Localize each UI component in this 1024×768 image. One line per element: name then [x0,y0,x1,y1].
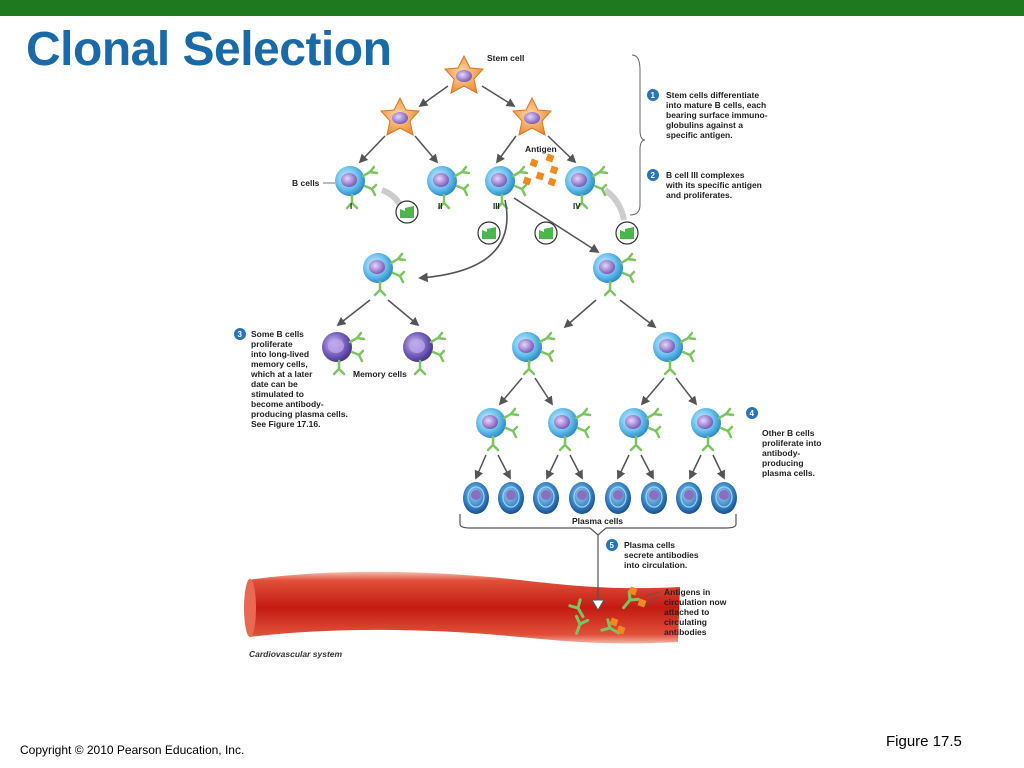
svg-text:secrete antibodies: secrete antibodies [624,550,699,560]
svg-text:proliferate into: proliferate into [762,438,822,448]
svg-text:globulins against a: globulins against a [666,120,743,130]
plasma-cell [675,481,703,515]
svg-text:attached to: attached to [664,607,709,617]
plasma-arrows [474,454,725,480]
svg-text:stimulated to: stimulated to [251,389,304,399]
roman-label: III [493,202,500,211]
plasma-cell [710,481,738,515]
b-cell-i [333,164,379,210]
blood-vessel [248,571,680,644]
svg-text:bearing surface immuno-: bearing surface immuno- [666,110,768,120]
svg-text:5: 5 [610,541,615,550]
step-3-annotation: 3 Some B cells proliferate into long-liv… [234,328,348,429]
plasma-cell [532,481,560,515]
svg-text:antibody-: antibody- [762,448,800,458]
memory-cell [320,330,366,376]
svg-text:into mature B cells, each: into mature B cells, each [666,100,766,110]
svg-text:1: 1 [651,91,656,100]
stem-cell-label: Stem cell [487,53,524,63]
slide-title: Clonal Selection [26,23,392,76]
b-cell-proliferating [474,406,520,452]
svg-text:B cell III complexes: B cell III complexes [666,170,745,180]
svg-text:plasma cells.: plasma cells. [762,468,815,478]
svg-text:producing: producing [762,458,804,468]
vessel-opening [244,579,256,637]
step-1-annotation: 1 Stem cells differentiate into mature B… [647,89,768,140]
step-2-annotation: 2 B cell III complexes with its specific… [647,169,762,200]
plasma-cell [640,481,668,515]
receptor-zoom-iii [477,221,501,245]
svg-text:2: 2 [651,171,656,180]
memory-cells-label: Memory cells [353,369,407,379]
b-cells-label: B cells [292,178,320,188]
svg-text:memory cells,: memory cells, [251,359,308,369]
top-accent-bar [0,0,1024,16]
antigen-cluster [522,153,559,187]
receptor-zoom-iv [615,221,639,245]
plasma-cell [497,481,525,515]
svg-text:date can be: date can be [251,379,298,389]
step-4-annotation: 4 Other B cells proliferate into antibod… [746,407,822,478]
receptor-zoom-iii-bound [534,221,558,245]
copyright-text: Copyright © 2010 Pearson Education, Inc. [20,743,245,757]
roman-label: IV [573,202,581,211]
plasma-cells-label: Plasma cells [572,516,623,526]
antigen-label: Antigen [525,144,557,154]
b-cell-activated-plasma-branch [591,251,637,297]
svg-text:into long-lived: into long-lived [251,349,309,359]
b-cell-activated-memory-branch [361,251,407,297]
svg-text:Plasma cells: Plasma cells [624,540,675,550]
svg-text:become antibody-: become antibody- [251,399,324,409]
svg-text:See Figure 17.16.: See Figure 17.16. [251,419,320,429]
plasma-cell [568,481,596,515]
b-cell-proliferating [546,406,592,452]
receptor-zoom-i [395,200,419,224]
svg-text:3: 3 [238,330,243,339]
b-cell-proliferating [510,330,556,376]
stem-cell [444,55,484,94]
b-cell-iv [563,164,609,210]
cardiovascular-system-label: Cardiovascular system [249,649,343,659]
roman-label: I [350,202,352,211]
b-cell-ii [425,164,471,210]
svg-text:Antigens in: Antigens in [664,587,710,597]
svg-text:circulation now: circulation now [664,597,727,607]
svg-text:Some B cells: Some B cells [251,329,304,339]
svg-text:which at a later: which at a later [250,369,313,379]
svg-text:with its specific antigen: with its specific antigen [665,180,762,190]
stem-cell-right [512,97,552,136]
svg-text:antibodies: antibodies [664,627,707,637]
svg-text:specific antigen.: specific antigen. [666,130,733,140]
svg-text:Stem cells differentiate: Stem cells differentiate [666,90,759,100]
svg-text:Other B cells: Other B cells [762,428,815,438]
b-cell-proliferating [617,406,663,452]
svg-text:producing plasma cells.: producing plasma cells. [251,409,348,419]
plasma-cell [462,481,490,515]
svg-text:into circulation.: into circulation. [624,560,687,570]
memory-cell [401,330,447,376]
step-5-annotation: 5 Plasma cells secrete antibodies into c… [606,539,699,570]
svg-text:proliferate: proliferate [251,339,293,349]
antigen-circulation-note: Antigens in circulation now attached to … [664,587,727,637]
figure-label: Figure 17.5 [886,733,962,750]
plasma-cell [604,481,632,515]
svg-text:4: 4 [750,409,755,418]
b-cell-proliferating [689,406,735,452]
roman-label: II [438,202,442,211]
stem-cell-left [380,97,420,136]
svg-text:circulating: circulating [664,617,707,627]
b-cell-proliferating [651,330,697,376]
svg-text:and proliferates.: and proliferates. [666,190,732,200]
